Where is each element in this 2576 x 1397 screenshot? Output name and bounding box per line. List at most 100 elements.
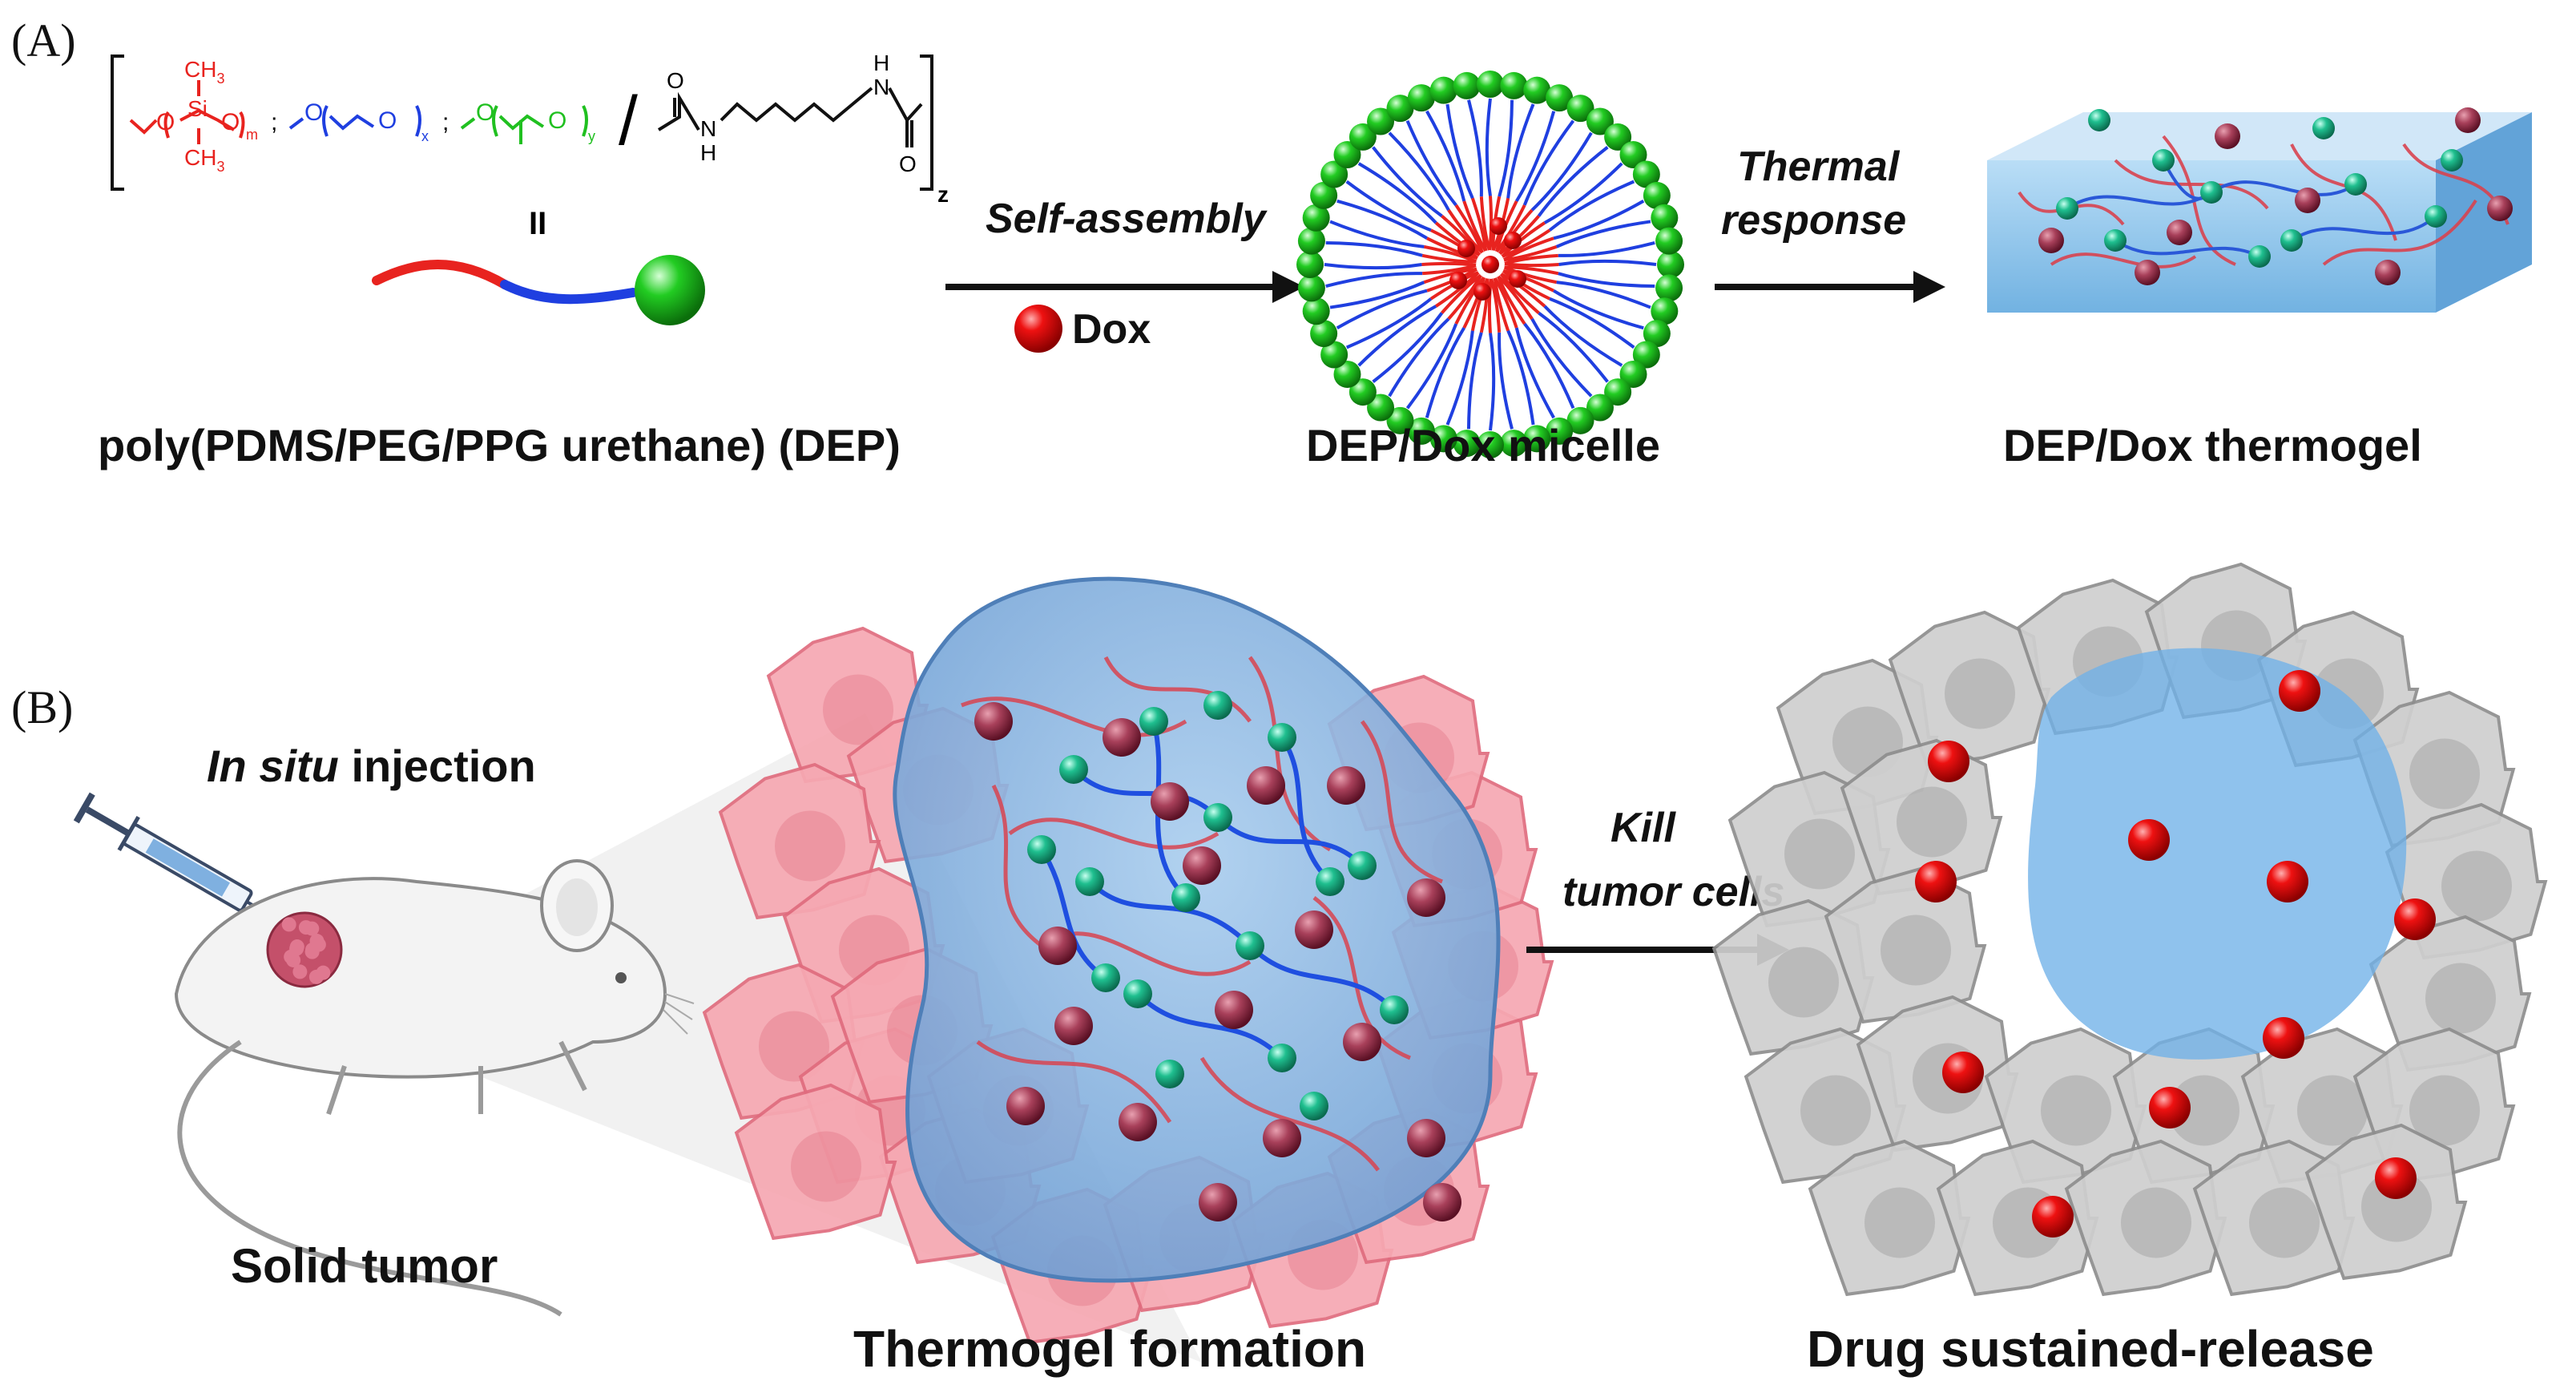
peg-chain <box>1489 333 1496 431</box>
dox-drug <box>2215 123 2240 149</box>
pdms-chain <box>1423 267 1477 285</box>
pdms-ch3-bottom: CH3 <box>184 145 224 175</box>
peg-chain <box>1537 146 1609 217</box>
dox-drug <box>1482 256 1499 273</box>
ppg-bead <box>1586 107 1614 135</box>
ppg-bead <box>1171 883 1200 912</box>
peg-chain <box>1329 281 1425 309</box>
ppg-bead <box>1348 123 1377 151</box>
peg-chain <box>1345 180 1432 232</box>
tumor-cell-nucleus <box>1768 947 1839 1018</box>
ppg-bead <box>1657 251 1684 278</box>
equivalence-sign: II <box>529 206 546 241</box>
ppg-bead <box>1566 95 1594 123</box>
peg-chain <box>1324 263 1422 270</box>
panel-b-letter: (B) <box>11 681 73 733</box>
ppg-bead <box>1632 160 1660 188</box>
pdms-chain <box>1434 221 1481 256</box>
amide-h-2: H <box>873 50 889 75</box>
tumor-cell-nucleus <box>759 1011 829 1082</box>
ppg-bead <box>1333 141 1361 169</box>
pdms-chain <box>1500 273 1546 308</box>
ppg-bead <box>1310 320 1338 348</box>
ppg-bead <box>1546 417 1574 445</box>
pdms-strand <box>1008 818 1219 850</box>
gel-caption: Thermogel formation <box>853 1320 1366 1378</box>
pdms-chain <box>1497 276 1526 325</box>
pdms-strand <box>1199 1056 1380 1172</box>
thermogel-formation <box>702 576 1554 1345</box>
ppg-bead <box>1651 204 1679 232</box>
ppg-bead <box>1302 297 1330 325</box>
left-bracket <box>111 55 124 191</box>
slash: / <box>619 83 638 159</box>
pdms-segment <box>372 260 510 289</box>
amide-n-2: N <box>873 75 889 99</box>
ppg-bead <box>1477 71 1504 98</box>
ppg-bead <box>1268 723 1296 752</box>
ppg-o-1: O <box>476 99 494 126</box>
tumor-cell-nucleus <box>775 810 845 882</box>
pdms-o-1: O <box>156 109 175 135</box>
right-bracket <box>920 55 933 191</box>
peg-strand <box>1087 879 1252 948</box>
dox-drug <box>2487 196 2513 221</box>
peg-strand <box>1248 943 1397 1012</box>
tumor-cell-nucleus <box>2297 1075 2368 1146</box>
tumor-cell <box>2304 1123 2468 1281</box>
released-dox <box>2375 1157 2417 1199</box>
peg-chain <box>1485 98 1492 196</box>
ppg-bead <box>1386 95 1414 123</box>
tumor-cell-dot <box>281 917 296 932</box>
ppg-bead <box>1297 227 1325 255</box>
tumor-cell-nucleus <box>2409 738 2480 810</box>
tumor-cell <box>1856 995 2019 1153</box>
peg-strand <box>2066 191 2213 210</box>
peg-chain <box>1514 327 1555 419</box>
dox-drug <box>1343 1023 1381 1061</box>
dox-drug <box>1103 718 1141 757</box>
dox-drug <box>1423 1183 1461 1221</box>
amide-n-1: N <box>700 116 716 141</box>
ppg-bead <box>1348 851 1377 880</box>
dox-drug <box>2167 220 2192 245</box>
pdms-strand <box>976 1040 1172 1124</box>
pdms-chain <box>1424 244 1477 264</box>
peg-chain <box>1325 272 1423 288</box>
ppg-bead <box>1546 84 1574 112</box>
ppg-bead <box>2152 149 2175 172</box>
ppg-bead <box>635 255 705 325</box>
syringe-icon <box>73 792 304 935</box>
tumor-cell-nucleus <box>2041 1075 2111 1146</box>
tumor-cell-nucleus <box>823 674 893 745</box>
pdms-chain <box>1497 275 1534 320</box>
peg-chain <box>1558 259 1657 266</box>
tumor-cell-dot <box>308 969 324 984</box>
peg-chain <box>1445 330 1474 426</box>
released-dox <box>2267 861 2308 902</box>
pdms-chain <box>1470 197 1488 252</box>
released-dox <box>2263 1017 2304 1059</box>
dox-drug <box>1215 991 1253 1029</box>
ppg-bead <box>1268 1044 1296 1072</box>
ppg-bead <box>1320 160 1348 188</box>
dox-drug <box>1119 1103 1157 1141</box>
ppg-bead <box>2344 173 2367 196</box>
peg-chain <box>1530 317 1593 398</box>
dox-label: Dox <box>1072 306 1151 353</box>
peg-chain <box>1325 240 1423 257</box>
pdms-chain <box>1421 253 1477 264</box>
peg-chain <box>1425 326 1465 418</box>
tumor-cell-nucleus <box>1881 915 1951 986</box>
ppg-bead <box>2280 229 2303 252</box>
ppg-o-2: O <box>548 107 566 134</box>
released-dox <box>1928 741 1969 782</box>
ppg-bead <box>2056 197 2078 220</box>
peg-chain <box>1549 297 1635 349</box>
pdms-strand <box>2162 135 2236 266</box>
ppg-bead <box>1367 107 1395 135</box>
ppg-bead <box>1316 867 1344 896</box>
dox-drug <box>1006 1087 1045 1125</box>
dox-drug <box>974 702 1013 741</box>
ppg-bead <box>1453 71 1481 99</box>
